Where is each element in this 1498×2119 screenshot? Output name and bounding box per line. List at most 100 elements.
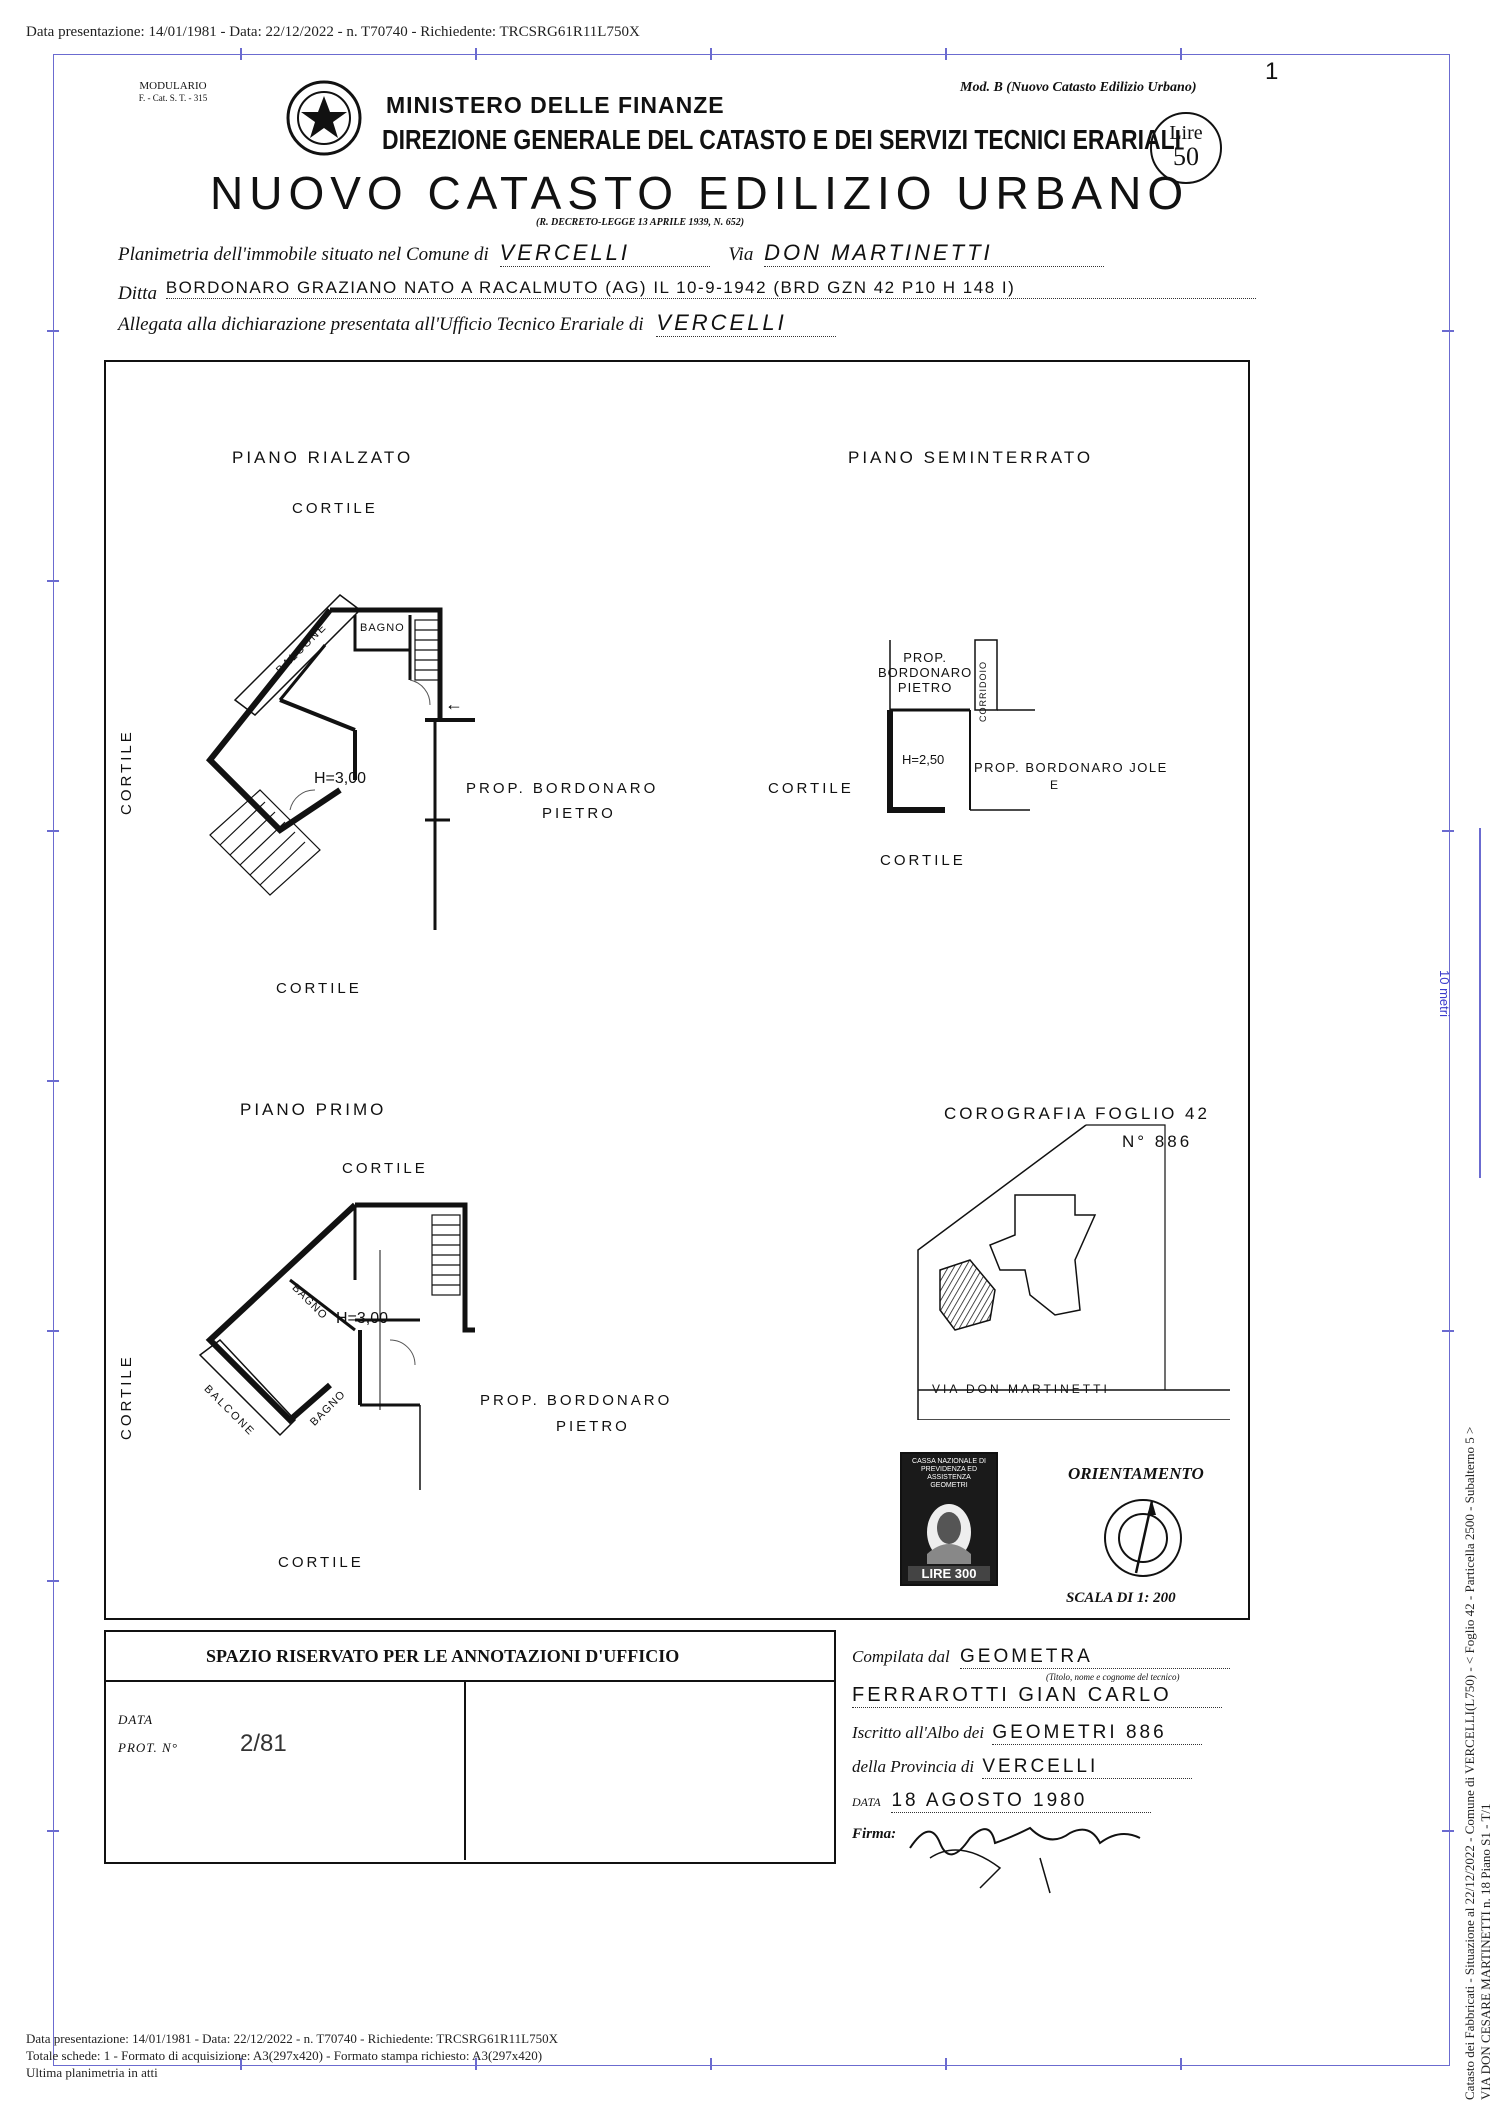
ditta-value: BORDONARO GRAZIANO NATO A RACALMUTO (AG)…: [165, 278, 1256, 299]
semi-prop-top: PROP. BORDONARO PIETRO: [878, 650, 972, 695]
rialzato-cortile-left: CORTILE: [118, 729, 135, 815]
modulario: MODULARIO F. - Cat. S. T. - 315: [108, 80, 238, 104]
scala-label: SCALA DI 1: 200: [1066, 1590, 1176, 1606]
stamp-line3: GEOMETRI: [930, 1482, 968, 1489]
footer: Data presentazione: 14/01/1981 - Data: 2…: [26, 2030, 558, 2081]
via-value: DON MARTINETTI: [764, 240, 1105, 267]
scale-bar: [1479, 828, 1481, 1178]
semi-prop-top-3: PIETRO: [897, 680, 953, 695]
primo-cortile-left: CORTILE: [118, 1354, 135, 1440]
seminterrato-title: PIANO SEMINTERRATO: [848, 448, 1094, 467]
primo-cortile-bottom: CORTILE: [278, 1554, 364, 1571]
annotazioni-box: [104, 1630, 836, 1864]
semi-corridoio: CORRIDOIO: [978, 660, 988, 722]
rialzato-cortile-bottom: CORTILE: [276, 980, 362, 997]
ministero: MINISTERO DELLE FINANZE: [386, 92, 725, 118]
form-line-2: Ditta BORDONARO GRAZIANO NATO A RACALMUT…: [118, 278, 1256, 305]
annotazioni-data-label: DATA: [118, 1712, 154, 1727]
ufficio-value: VERCELLI: [656, 310, 837, 337]
decreto: (R. DECRETO-LEGGE 13 APRILE 1939, N. 652…: [536, 217, 745, 228]
right-vertical-2: VIA DON CESARE MARTINETTI n. 18 Piano S1…: [1478, 1803, 1493, 2100]
primo-title: PIANO PRIMO: [240, 1100, 387, 1119]
primo-floorplan: [198, 1202, 475, 1490]
lire-value: 50: [1173, 142, 1199, 171]
primo-height: H=3,00: [336, 1310, 389, 1327]
rialzato-bagno: BAGNO: [360, 622, 405, 634]
rialzato-prop2: PIETRO: [542, 805, 616, 822]
plan-area: [104, 360, 1250, 1620]
rialzato-title: PIANO RIALZATO: [232, 448, 414, 467]
stamp-line2: PREVIDENZA ED ASSISTENZA: [920, 1466, 977, 1481]
revenue-stamp: CASSA NAZIONALE DI PREVIDENZA ED ASSISTE…: [900, 1452, 998, 1586]
modulario-line1: MODULARIO: [139, 80, 207, 92]
direzione: DIREZIONE GENERALE DEL CATASTO E DEI SER…: [382, 124, 1182, 155]
lire-stamp: Lire 50: [1150, 112, 1222, 184]
svg-text:←: ←: [445, 694, 463, 714]
signature: [909, 1826, 1141, 1894]
rialzato-floorplan: ←: [205, 594, 475, 930]
corografia-title: COROGRAFIA FOGLIO 42: [944, 1104, 1210, 1123]
right-vertical-1: Catasto dei Fabbricati - Situazione al 2…: [1462, 1426, 1477, 2100]
rialzato-height: H=3,00: [314, 770, 367, 787]
right-vertical: Catasto dei Fabbricati - Situazione al 2…: [1462, 1427, 1494, 2100]
provincia-label: della Provincia di: [852, 1757, 975, 1776]
semi-prop-right2: E: [1050, 778, 1062, 792]
semi-prop-top-2: BORDONARO: [878, 665, 973, 680]
orientamento-label: ORIENTAMENTO: [1068, 1464, 1204, 1483]
provincia-line: della Provincia di VERCELLI: [852, 1756, 1193, 1779]
scale-10m-label: 10 metri: [1437, 970, 1452, 1017]
form-line-3: Allegata alla dichiarazione presentata a…: [118, 310, 837, 337]
compilata-note: (Titolo, nome e cognome del tecnico): [1046, 1672, 1180, 1682]
semi-prop-right: PROP. BORDONARO JOLE: [974, 760, 1168, 775]
corografia-via: VIA DON MARTINETTI: [932, 1382, 1110, 1396]
form-line-1: Planimetria dell'immobile situato nel Co…: [118, 240, 1105, 267]
stamp-value: LIRE 300: [908, 1566, 990, 1581]
seminterrato-floorplan: [887, 639, 1035, 813]
semi-height: H=2,50: [902, 752, 945, 767]
compilata-nome: FERRAROTTI GIAN CARLO: [852, 1684, 1222, 1708]
primo-cortile-top: CORTILE: [342, 1160, 428, 1177]
stamp-portrait-icon: [927, 1504, 971, 1564]
corografia-numero: N° 886: [1122, 1132, 1193, 1151]
page-frame: [53, 54, 1450, 2066]
compilata-line: Compilata dal GEOMETRA: [852, 1646, 1231, 1669]
footer-line3: Ultima planimetria in atti: [26, 2065, 158, 2080]
ditta-label: Ditta: [118, 283, 158, 304]
footer-line1: Data presentazione: 14/01/1981 - Data: 2…: [26, 2031, 558, 2046]
via-label: Via: [728, 244, 754, 265]
document-title: NUOVO CATASTO EDILIZIO URBANO: [210, 167, 1190, 219]
albo-value: GEOMETRI 886: [992, 1722, 1203, 1745]
page-number: 1: [1265, 58, 1279, 85]
top-header: Data presentazione: 14/01/1981 - Data: 2…: [26, 24, 640, 40]
line1-label: Planimetria dell'immobile situato nel Co…: [118, 244, 489, 265]
lire-label: Lire: [1169, 122, 1203, 144]
compilata-label: Compilata dal: [852, 1647, 950, 1666]
mod-b: Mod. B (Nuovo Catasto Edilizio Urbano): [960, 80, 1197, 95]
compilata-titolo: GEOMETRA: [960, 1646, 1231, 1669]
footer-line2: Totale schede: 1 - Formato di acquisizio…: [26, 2048, 543, 2063]
stamp-line1: CASSA NAZIONALE DI: [912, 1458, 986, 1465]
comune-value: VERCELLI: [499, 240, 710, 267]
allegata-label: Allegata alla dichiarazione presentata a…: [118, 314, 644, 335]
annotazioni-prot-label: PROT. N°: [118, 1740, 178, 1755]
rialzato-cortile-top: CORTILE: [292, 500, 378, 517]
provincia-value: VERCELLI: [982, 1756, 1193, 1779]
semi-cortile-left: CORTILE: [768, 780, 854, 797]
data-label: DATA: [852, 1795, 881, 1809]
albo-line: Iscritto all'Albo dei GEOMETRI 886: [852, 1722, 1203, 1745]
semi-cortile-bottom: CORTILE: [880, 852, 966, 869]
firma-label: Firma:: [852, 1826, 897, 1842]
data-line: DATA 18 AGOSTO 1980: [852, 1790, 1152, 1813]
rialzato-prop: PROP. BORDONARO: [466, 780, 659, 797]
primo-prop2: PIETRO: [556, 1418, 630, 1435]
emblem-icon: [286, 80, 362, 156]
data-value: 18 AGOSTO 1980: [891, 1790, 1152, 1813]
semi-prop-top-1: PROP.: [903, 650, 947, 665]
albo-label: Iscritto all'Albo dei: [852, 1723, 985, 1742]
annotazioni-prot-value: 2/81: [240, 1730, 287, 1757]
modulario-line2: F. - Cat. S. T. - 315: [138, 93, 208, 103]
primo-prop: PROP. BORDONARO: [480, 1392, 673, 1409]
annotazioni-title: SPAZIO RISERVATO PER LE ANNOTAZIONI D'UF…: [206, 1646, 680, 1666]
corografia-map: [917, 1124, 1230, 1420]
compass-icon: [1104, 1499, 1182, 1577]
